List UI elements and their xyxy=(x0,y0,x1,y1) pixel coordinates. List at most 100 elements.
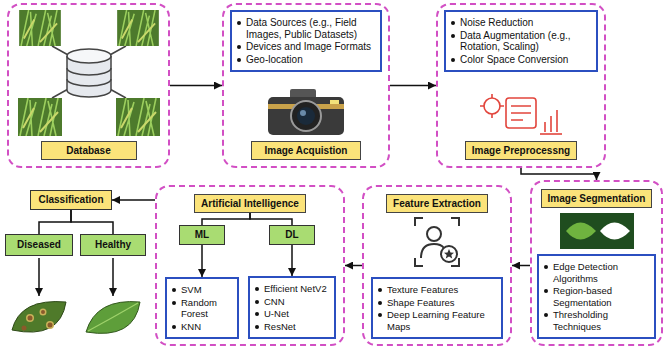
bullet-dot xyxy=(255,325,259,329)
database-icon xyxy=(19,10,61,46)
heading-label: Image Segmentation xyxy=(541,189,653,208)
diseased-leaf-image xyxy=(41,310,45,314)
feature-extraction-icon xyxy=(415,218,459,266)
bullet-dot xyxy=(172,301,176,305)
bullet-dot xyxy=(237,21,241,25)
flow-arrow xyxy=(521,168,597,180)
bullet-list-box: Efficient NetV2CNNU-NetResNet xyxy=(248,276,336,339)
list-item: Region-based Segmentation xyxy=(543,285,649,308)
database-icon xyxy=(18,98,62,136)
box-label: Diseased xyxy=(17,239,61,251)
bullet-dot xyxy=(544,289,548,293)
box-label: Classification xyxy=(38,194,103,206)
camera-icon xyxy=(268,89,344,135)
list-text: Devices and Image Formats xyxy=(246,41,371,53)
list-item: Thresholding Techniques xyxy=(543,309,649,332)
list-text: Data Sources (e.g., Field Images, Public… xyxy=(246,17,375,40)
bullet-list-box: Texture FeaturesShape FeaturesDeep Learn… xyxy=(371,277,503,339)
diseased-leaf-image xyxy=(12,302,66,333)
box-label: ML xyxy=(195,229,209,241)
heading-label: Database xyxy=(41,141,137,160)
bullet-list-box: Data Sources (e.g., Field Images, Public… xyxy=(230,10,382,72)
bullet-list-box: Edge Detection AlgorithmsRegion-based Se… xyxy=(537,254,656,339)
list-item: Edge Detection Algorithms xyxy=(543,261,649,284)
bullet-dot xyxy=(544,313,548,317)
stage-panel: Image Acquistion Data Sources (e.g., Fiel… xyxy=(222,3,390,168)
list-text: Data Augmentation (e.g., Rotation, Scali… xyxy=(460,30,591,53)
list-text: Edge Detection Algorithms xyxy=(553,261,649,284)
list-item: U-Net xyxy=(254,308,329,320)
database-icon xyxy=(67,68,111,86)
bullet-list-box: Noise ReductionData Augmentation (e.g., … xyxy=(444,10,598,72)
flow-arrow xyxy=(390,85,436,87)
bullet-list-box: SVMRandom ForestKNN xyxy=(165,277,239,339)
list-item: Devices and Image Formats xyxy=(236,41,375,53)
diseased-leaf-image xyxy=(26,314,34,322)
flow-arrow xyxy=(512,265,530,267)
list-item: Geo-location xyxy=(236,54,375,66)
camera-icon xyxy=(330,100,339,104)
preprocessing-icon xyxy=(511,106,531,120)
list-text: Color Space Conversion xyxy=(460,54,568,66)
list-item: Shape Features xyxy=(377,297,496,309)
list-text: Texture Features xyxy=(387,284,458,296)
box-label: Healthy xyxy=(95,239,131,251)
list-text: Thresholding Techniques xyxy=(553,309,649,332)
list-text: Deep Learning Feature Maps xyxy=(387,309,496,332)
list-text: SVM xyxy=(181,284,202,296)
database-icon xyxy=(116,98,160,136)
connectors xyxy=(39,86,597,278)
list-item: CNN xyxy=(254,296,329,308)
list-item: Noise Reduction xyxy=(450,17,591,29)
list-item: Deep Learning Feature Maps xyxy=(377,309,496,332)
preprocessing-icon xyxy=(545,110,557,132)
bullet-dot xyxy=(255,287,259,291)
flow-arrow xyxy=(202,213,250,225)
heading-label: Image Preprocessng xyxy=(465,141,577,160)
database-icon xyxy=(117,10,159,46)
diseased-leaf-image xyxy=(48,323,53,328)
category-box: ML xyxy=(179,225,225,245)
bullet-dot xyxy=(378,288,382,292)
camera-icon xyxy=(291,101,321,131)
label-box: Classification xyxy=(30,190,112,210)
diseased-leaf-image xyxy=(40,309,47,316)
heading-label: Image Acquistion xyxy=(251,141,361,160)
preprocessing-icon xyxy=(484,98,500,114)
diseased-leaf-image xyxy=(46,321,54,329)
bullet-dot xyxy=(237,45,241,49)
list-item: KNN xyxy=(171,321,232,333)
stage-panel: Database xyxy=(7,3,170,168)
list-item: Data Sources (e.g., Field Images, Public… xyxy=(236,17,375,40)
list-text: ResNet xyxy=(264,321,296,333)
list-text: Shape Features xyxy=(387,297,455,309)
preprocessing-icon xyxy=(480,94,504,118)
flow-arrow xyxy=(345,265,362,267)
class-box: Diseased xyxy=(5,234,73,256)
list-text: Noise Reduction xyxy=(460,17,533,29)
feature-extraction-icon xyxy=(415,218,459,266)
category-box: DL xyxy=(269,225,315,245)
bullet-dot xyxy=(255,300,259,304)
bullet-dot xyxy=(451,34,455,38)
database-icon xyxy=(52,46,126,98)
bullet-dot xyxy=(255,312,259,316)
segmented-leaf-image xyxy=(560,213,634,249)
list-text: CNN xyxy=(264,296,285,308)
bullet-dot xyxy=(544,265,548,269)
segmented-leaf-image xyxy=(566,223,596,240)
list-item: Texture Features xyxy=(377,284,496,296)
list-item: ResNet xyxy=(254,321,329,333)
healthy-leaf-image xyxy=(86,302,140,334)
segmented-leaf-image xyxy=(600,223,630,240)
stage-panel: Image Preprocessng Noise ReductionData Au… xyxy=(436,3,606,168)
feature-extraction-icon xyxy=(441,246,457,262)
list-item: SVM xyxy=(171,284,232,296)
class-box: Healthy xyxy=(80,234,146,256)
stage-panel: Artificial IntelligenceMLDLSVMRandom For… xyxy=(155,185,345,346)
preprocessing-icon xyxy=(540,133,562,135)
diseased-leaf-image xyxy=(12,302,66,333)
stage-panel: Image SegmentationEdge Detection Algorit… xyxy=(530,180,663,346)
result-arrow xyxy=(112,258,114,296)
